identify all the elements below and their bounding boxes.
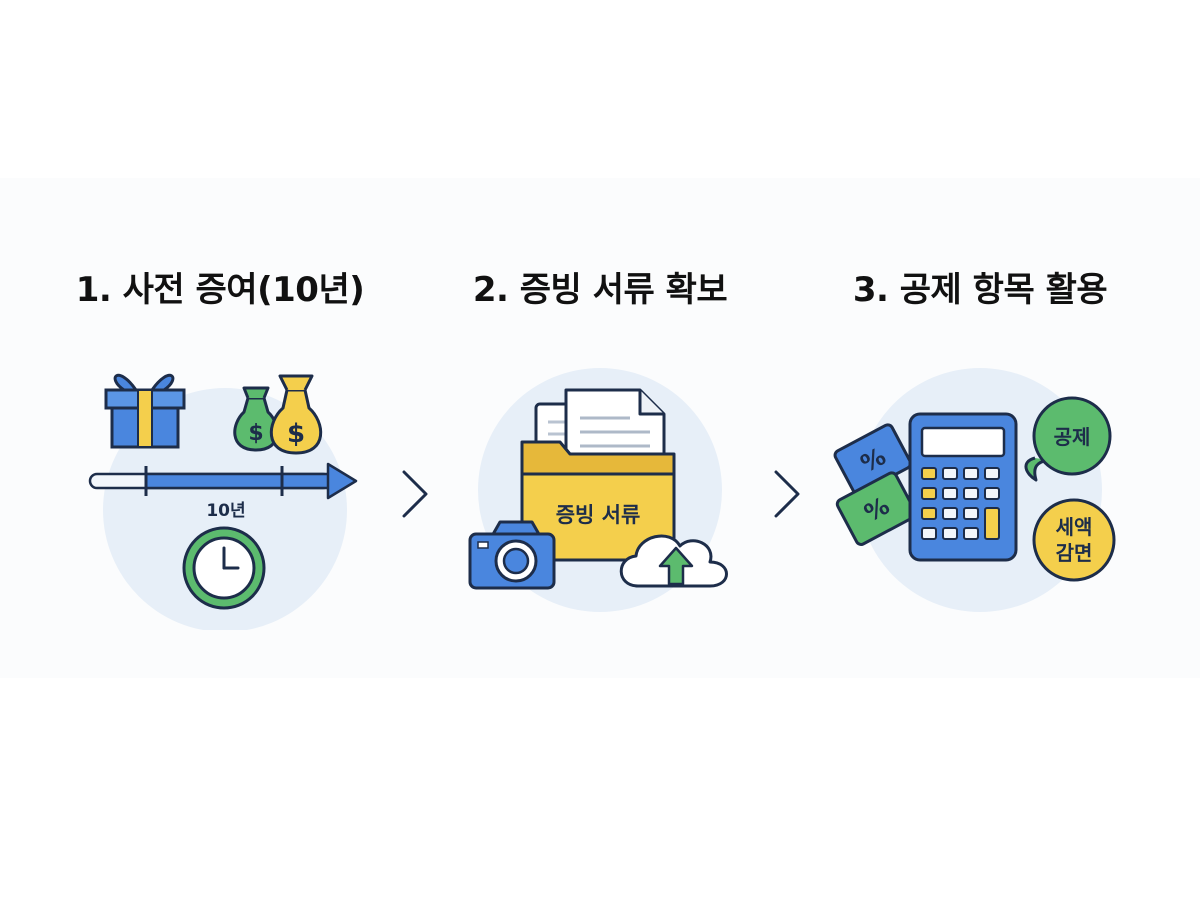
camera-icon xyxy=(468,520,556,590)
step-3-title: 3. 공제 항목 활용 xyxy=(852,270,1108,310)
deduction-bubble-label: 공제 xyxy=(1054,425,1091,449)
step-3-illustration: % % xyxy=(820,350,1140,630)
calculator-icon xyxy=(908,412,1018,562)
money-bag-icon: $ xyxy=(269,374,323,455)
chevron-right-icon xyxy=(774,470,800,518)
chevron-right-icon xyxy=(402,470,428,518)
step-1-title: 1. 사전 증여(10년) xyxy=(75,270,365,310)
percent-card-icon: % xyxy=(833,423,913,496)
tax-reduction-label-line1: 세액 xyxy=(1056,515,1093,539)
svg-text:$: $ xyxy=(248,421,263,446)
percent-card-icon: % xyxy=(835,471,918,546)
gift-box-icon xyxy=(104,373,186,449)
clock-icon xyxy=(182,526,266,610)
timeline-label: 10년 xyxy=(206,501,245,521)
folder-label: 증빙 서류 xyxy=(556,503,641,527)
cloud-upload-icon xyxy=(619,534,728,588)
svg-text:$: $ xyxy=(287,419,305,449)
folder-icon xyxy=(520,440,676,562)
tax-reduction-label-line2: 감면 xyxy=(1056,541,1093,565)
step-2-title: 2. 증빙 서류 확보 xyxy=(472,270,728,310)
timeline-arrow-icon xyxy=(88,462,358,500)
money-bag-icon: $ xyxy=(233,386,279,452)
speech-bubble-icon xyxy=(1032,498,1116,582)
step-1-illustration: $ $ 10년 xyxy=(66,350,386,632)
speech-bubble-icon xyxy=(1024,396,1112,482)
step-2-illustration: 증빙 서류 xyxy=(440,350,760,630)
